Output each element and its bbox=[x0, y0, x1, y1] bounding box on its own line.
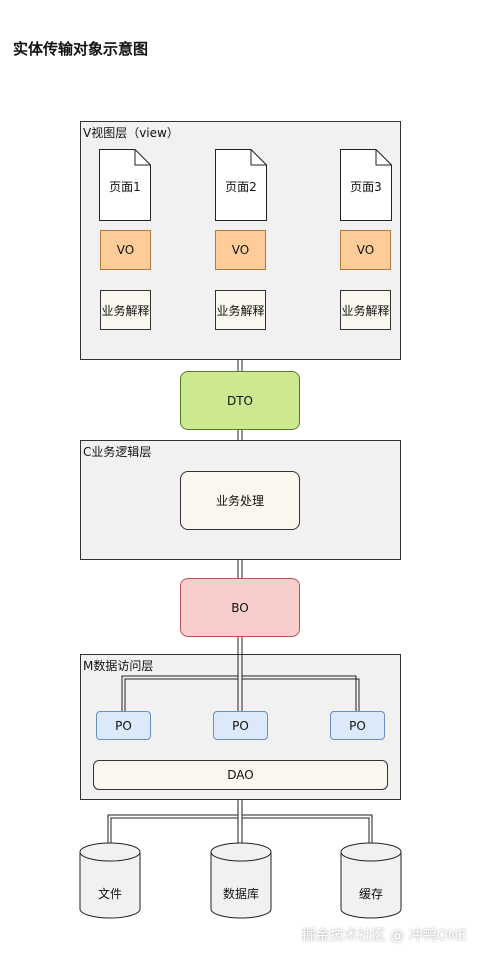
biz-process-box: 业务处理 bbox=[180, 471, 300, 530]
biz-explain-box-3: 业务解释 bbox=[340, 290, 391, 330]
controller-layer-label: C业务逻辑层 bbox=[83, 445, 152, 459]
vo-box-2: VO bbox=[215, 230, 266, 270]
page-1-shape bbox=[99, 149, 151, 221]
po-box-1: PO bbox=[96, 711, 151, 740]
biz-explain-box-2: 业务解释 bbox=[215, 290, 266, 330]
diagram-title: 实体传输对象示意图 bbox=[13, 40, 149, 58]
page-3-shape bbox=[340, 149, 392, 221]
po-box-3: PO bbox=[330, 711, 385, 740]
page-2-shape bbox=[215, 149, 267, 221]
cache-storage-label: 缓存 bbox=[358, 887, 383, 901]
biz-explain-box-1: 业务解释 bbox=[100, 290, 151, 330]
file-storage-cylinder bbox=[79, 842, 141, 919]
view-layer-label: V视图层（view） bbox=[83, 126, 179, 140]
model-layer-label: M数据访问层 bbox=[83, 659, 154, 673]
database-storage-cylinder bbox=[210, 842, 272, 919]
dao-box: DAO bbox=[93, 760, 388, 790]
file-storage-label: 文件 bbox=[97, 887, 122, 901]
vo-box-3: VO bbox=[340, 230, 391, 270]
database-storage-label: 数据库 bbox=[222, 887, 259, 901]
page-1-label: 页面1 bbox=[109, 180, 141, 194]
page-3-label: 页面3 bbox=[350, 180, 382, 194]
page-2-label: 页面2 bbox=[225, 180, 257, 194]
dto-box: DTO bbox=[180, 371, 300, 430]
vo-box-1: VO bbox=[100, 230, 151, 270]
cache-storage-cylinder bbox=[340, 842, 402, 919]
bo-box: BO bbox=[180, 578, 300, 637]
watermark: 掘金技术社区 @ 冲鸭ONE bbox=[301, 928, 467, 944]
po-box-2: PO bbox=[213, 711, 268, 740]
